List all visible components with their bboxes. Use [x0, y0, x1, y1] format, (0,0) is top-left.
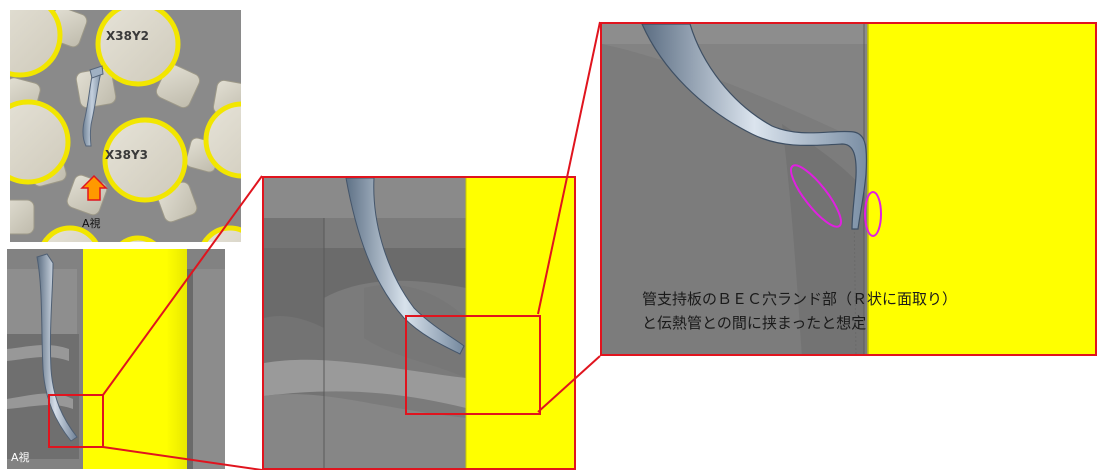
view-a-label-side: A視 — [11, 451, 30, 464]
zoom-medium-drawing — [264, 178, 574, 468]
contact-marker-2 — [864, 191, 882, 237]
top-view-drawing — [10, 10, 241, 242]
top-view-panel: X38Y2 X38Y3 A視 — [10, 10, 241, 242]
zoom-box-small — [48, 394, 104, 448]
side-view-drawing — [7, 249, 225, 469]
view-a-label-top: A視 — [82, 217, 101, 230]
view-arrow-icon — [80, 174, 108, 201]
zoom-large-drawing — [602, 24, 1095, 354]
tube-label-x38y2: X38Y2 — [106, 29, 149, 43]
annotation-line-1: 管支持板のＢＥＣ穴ランド部（Ｒ状に面取り） — [642, 290, 958, 308]
zoom-view-medium — [262, 176, 576, 470]
tube-label-x38y3: X38Y3 — [105, 148, 148, 162]
contact-marker-1 — [790, 164, 842, 228]
side-view-panel: A視 — [7, 249, 225, 469]
annotation-line-2: と伝熱管との間に挟まったと想定 — [642, 314, 867, 332]
zoom-view-large: 管支持板のＢＥＣ穴ランド部（Ｒ状に面取り） と伝熱管との間に挟まったと想定 — [600, 22, 1097, 356]
